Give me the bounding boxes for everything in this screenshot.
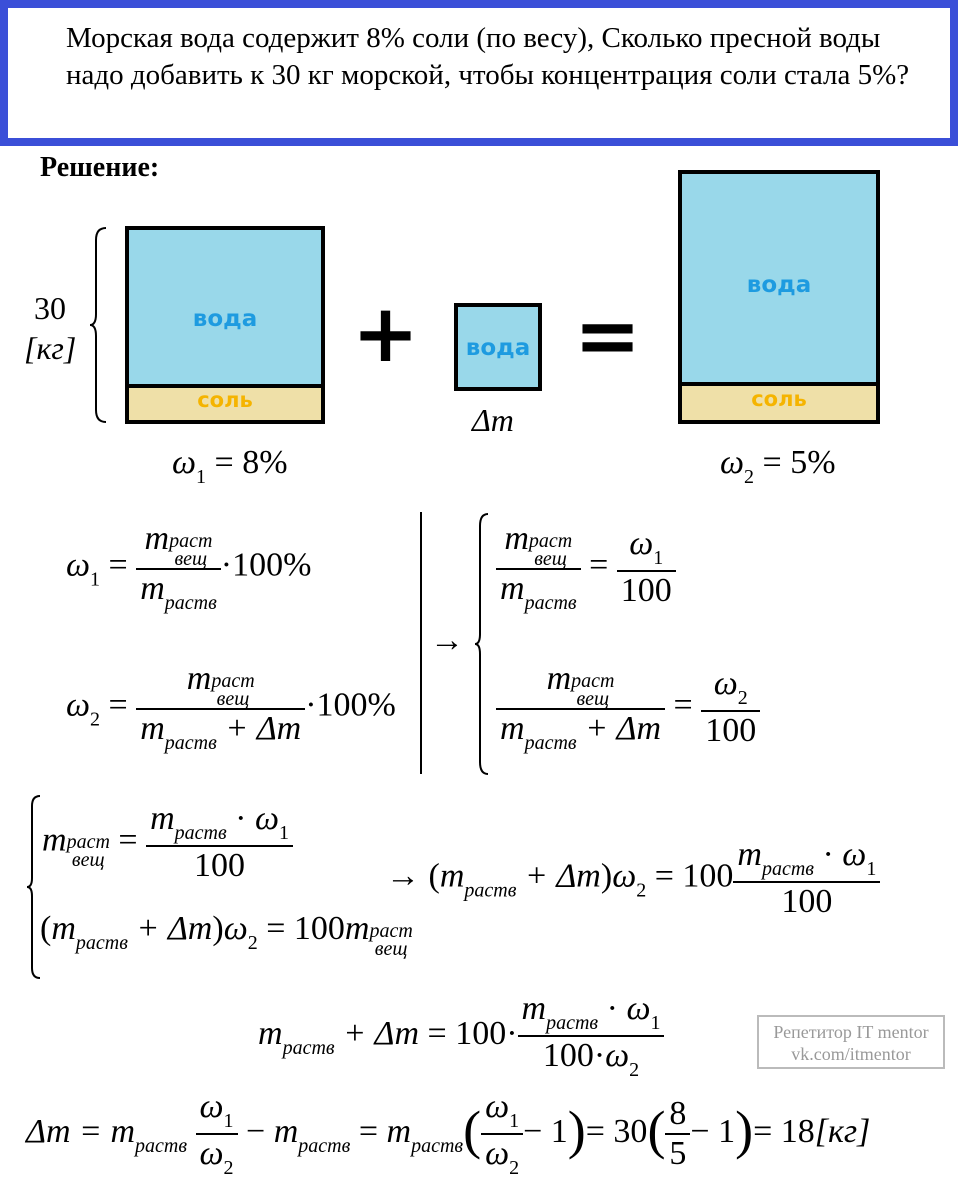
salt-region: соль: [682, 382, 876, 420]
simplified-equation: mраств + Δm = 100· mраств · ω1 100·ω2: [258, 990, 665, 1082]
tank-added-water: вода: [454, 303, 542, 391]
watermark-line1: Репетитор IT mentor: [773, 1022, 929, 1042]
water-region: вода: [682, 174, 876, 386]
salt-region: соль: [129, 384, 321, 420]
solution-title: Решение:: [40, 152, 160, 183]
water-label: вода: [746, 272, 812, 298]
watermark-line2: vk.com/itmentor: [791, 1044, 911, 1064]
problem-box: Морская вода содержит 8% соли (по весу),…: [0, 0, 958, 146]
water-label: вода: [192, 306, 258, 332]
salt-label: соль: [751, 387, 807, 411]
tank-final: вода соль: [678, 170, 880, 424]
omega2-value: ω2 = 5%: [720, 444, 836, 488]
water-label: вода: [465, 335, 531, 361]
vertical-separator: [420, 512, 422, 774]
mass-unit: [кг]: [24, 330, 77, 366]
omega1-value: ω1 = 8%: [172, 444, 288, 488]
plus-sign: +: [352, 287, 420, 380]
mass-value: 30: [34, 290, 66, 326]
arrow-right: →: [430, 622, 464, 659]
left-brace: [89, 227, 107, 423]
salt-label: соль: [197, 388, 253, 412]
equals-sign: =: [574, 289, 642, 382]
system-brace-left: [26, 795, 41, 979]
system-brace-right: [474, 513, 489, 775]
problem-text: Морская вода содержит 8% соли (по весу),…: [66, 22, 910, 91]
water-region: вода: [129, 230, 321, 388]
tank-initial: вода соль: [125, 226, 325, 424]
substituted-equation: → (mраств + Δm)ω2 = 100 mраств · ω1 100: [386, 836, 881, 921]
final-answer: Δm = mраств ω1 ω2 − mраств = mраств( ω1 …: [26, 1088, 871, 1179]
watermark: Репетитор IT mentor vk.com/itmentor: [757, 1015, 945, 1069]
delta-m-label: Δm: [472, 402, 514, 438]
